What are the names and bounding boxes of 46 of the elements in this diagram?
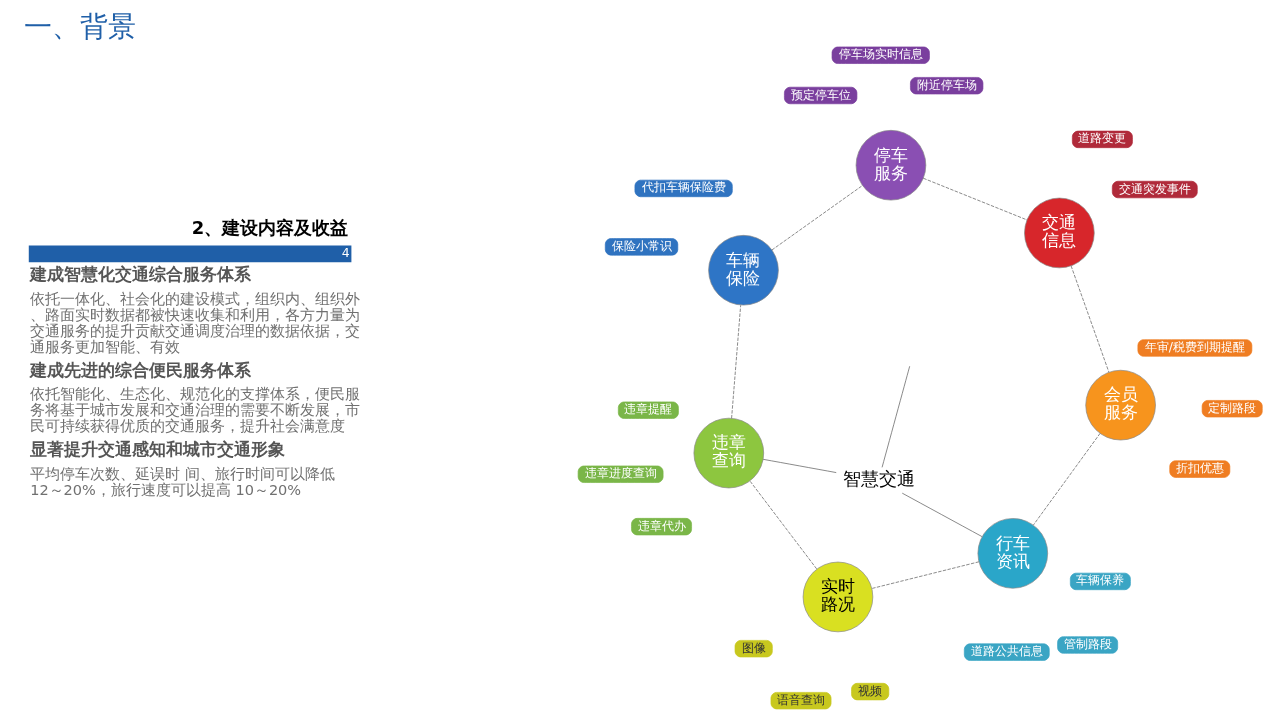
node-box: 道路变更 xyxy=(1071,130,1133,148)
node-box: 代扣车辆保险费 xyxy=(634,179,733,198)
node-box: 预定停车位 xyxy=(783,86,857,105)
node-box: 图像 xyxy=(734,640,773,658)
connector xyxy=(771,185,863,251)
node-box: 车辆保养 xyxy=(1069,572,1131,591)
node-circle: 交通信息 xyxy=(1023,197,1095,269)
node-box: 停车场实时信息 xyxy=(831,46,930,64)
connector xyxy=(749,480,817,570)
node-box: 年审/税费到期提醒 xyxy=(1137,339,1252,357)
node-circle: 违章查询 xyxy=(693,417,764,489)
node-box: 折扣优惠 xyxy=(1168,460,1230,478)
connector xyxy=(922,177,1027,221)
node-box: 附近停车场 xyxy=(909,77,983,95)
label: 建成智慧化交通综合服务体系 xyxy=(29,265,251,285)
node-box: 语音查询 xyxy=(770,692,831,710)
node-box: 违章代办 xyxy=(630,518,692,536)
node-box: 道路公共信息 xyxy=(963,643,1050,661)
node-box: 违章进度查询 xyxy=(577,465,663,483)
node-circle: 车辆保险 xyxy=(707,235,779,306)
label: 平均停车次数、延误时 间、旅行时间可以降低 12～20%，旅行速度可以提高 10～20% xyxy=(29,465,335,498)
node-box: 交通突发事件 xyxy=(1111,180,1198,199)
node-box: 定制路段 xyxy=(1201,400,1263,418)
connector xyxy=(1070,265,1109,373)
label: 依托智能化、生态化、规范化的支撑体系，便民服务将基于城市发展和交通治理的需要不断发展，市民可持续获得优质的交通服务，提升社会满意度 xyxy=(29,386,360,435)
label: 建成先进的综合便民服务体系 xyxy=(29,360,251,380)
connector xyxy=(871,561,979,589)
node-box: 保险小常识 xyxy=(604,238,678,256)
node-circle: 会员服务 xyxy=(1084,369,1156,441)
label: 2、建设内容及收益 xyxy=(191,216,348,238)
node-box: 违章提醒 xyxy=(617,401,679,419)
node-circle: 停车服务 xyxy=(855,130,926,201)
connector xyxy=(881,365,910,468)
connector xyxy=(901,492,982,537)
label: 4 xyxy=(341,244,350,260)
node-box: 管制路段 xyxy=(1056,636,1118,654)
label: 依托一体化、社会化的建设模式，组织内、组织外、路面实时数据都被快速收集和利用，各方力量为交通服务的提升贡献交通调度治理的数据依据，交通服务更加智能、有效 xyxy=(29,291,360,355)
connector xyxy=(762,458,837,473)
node-box: 视频 xyxy=(850,683,889,701)
label: 显著提升交通感知和城市交通形象 xyxy=(29,440,285,460)
node-circle: 实时路况 xyxy=(802,561,873,633)
connector xyxy=(1032,433,1100,526)
connector xyxy=(730,304,741,419)
node-circle: 行车资讯 xyxy=(977,518,1048,589)
node-text: 智慧交通 xyxy=(842,467,915,489)
diagram-title: 一、背景 xyxy=(23,9,136,43)
